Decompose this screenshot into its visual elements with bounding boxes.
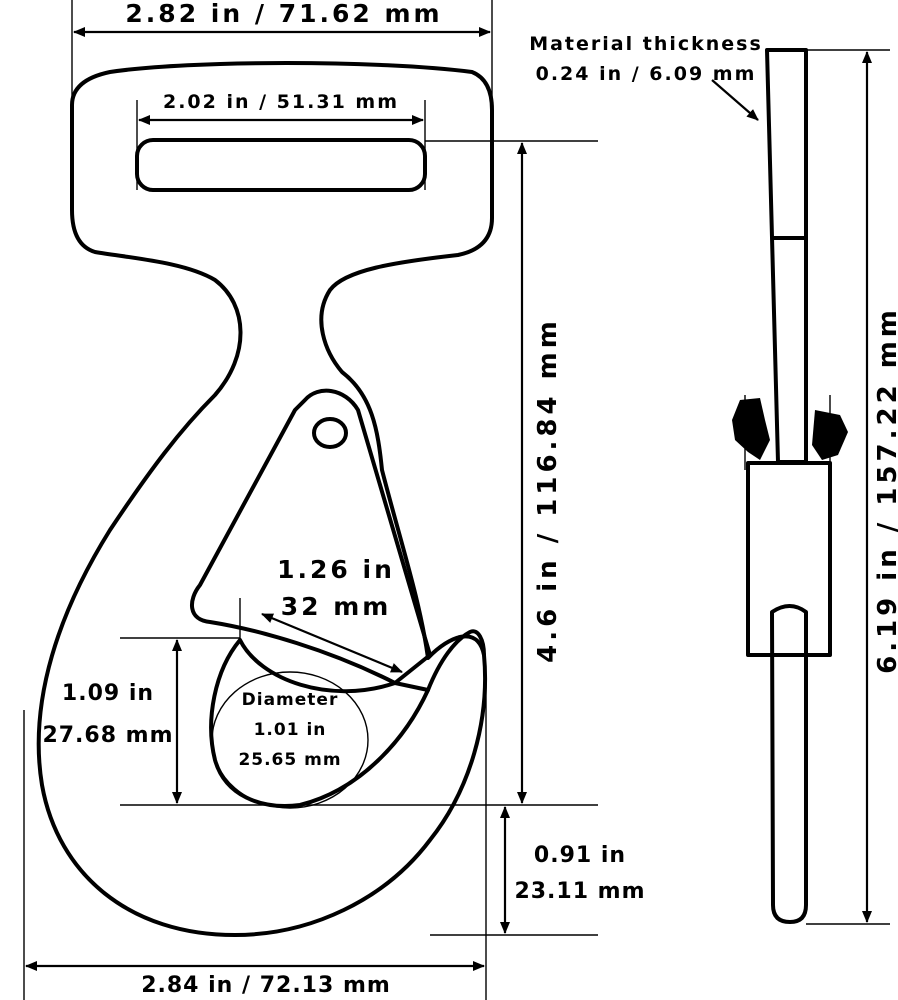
material-thickness-leader xyxy=(711,79,759,121)
label-gate-length-in: 1.26 in xyxy=(277,555,395,584)
spring-gate xyxy=(190,388,432,685)
label-material-thickness: Material thickness xyxy=(529,33,763,55)
gate-pivot-hole xyxy=(312,417,348,449)
label-eye-diameter: Diameter xyxy=(242,690,339,710)
label-eye-diameter-in: 1.01 in xyxy=(254,720,327,740)
label-slot-width: 2.02 in / 51.31 mm xyxy=(163,91,399,113)
dim-line-gate-length xyxy=(261,612,403,674)
side-view-shank xyxy=(765,48,808,464)
webbing-slot xyxy=(135,138,427,192)
side-view-hook-tip xyxy=(770,604,808,924)
label-eye-diameter-mm: 25.65 mm xyxy=(238,750,341,770)
label-top-width: 2.82 in / 71.62 mm xyxy=(125,0,442,28)
label-hook-bottom-mm: 23.11 mm xyxy=(514,879,645,904)
label-gate-length-mm: 32 mm xyxy=(281,592,392,621)
label-slot-to-throat-height: 4.6 in / 116.84 mm xyxy=(533,317,563,663)
label-hook-bottom-in: 0.91 in xyxy=(534,843,626,868)
hook-body-outline xyxy=(36,61,494,937)
label-throat-depth-in: 1.09 in xyxy=(62,681,154,706)
label-material-thickness-value: 0.24 in / 6.09 mm xyxy=(536,63,757,85)
label-throat-depth-mm: 27.68 mm xyxy=(42,723,173,748)
side-view-gate-block xyxy=(746,461,832,657)
label-overall-height: 6.19 in / 157.22 mm xyxy=(873,306,898,674)
label-bottom-width: 2.84 in / 72.13 mm xyxy=(141,973,391,998)
hook-tip-curl xyxy=(426,629,486,692)
side-view-spring-left xyxy=(732,398,770,460)
